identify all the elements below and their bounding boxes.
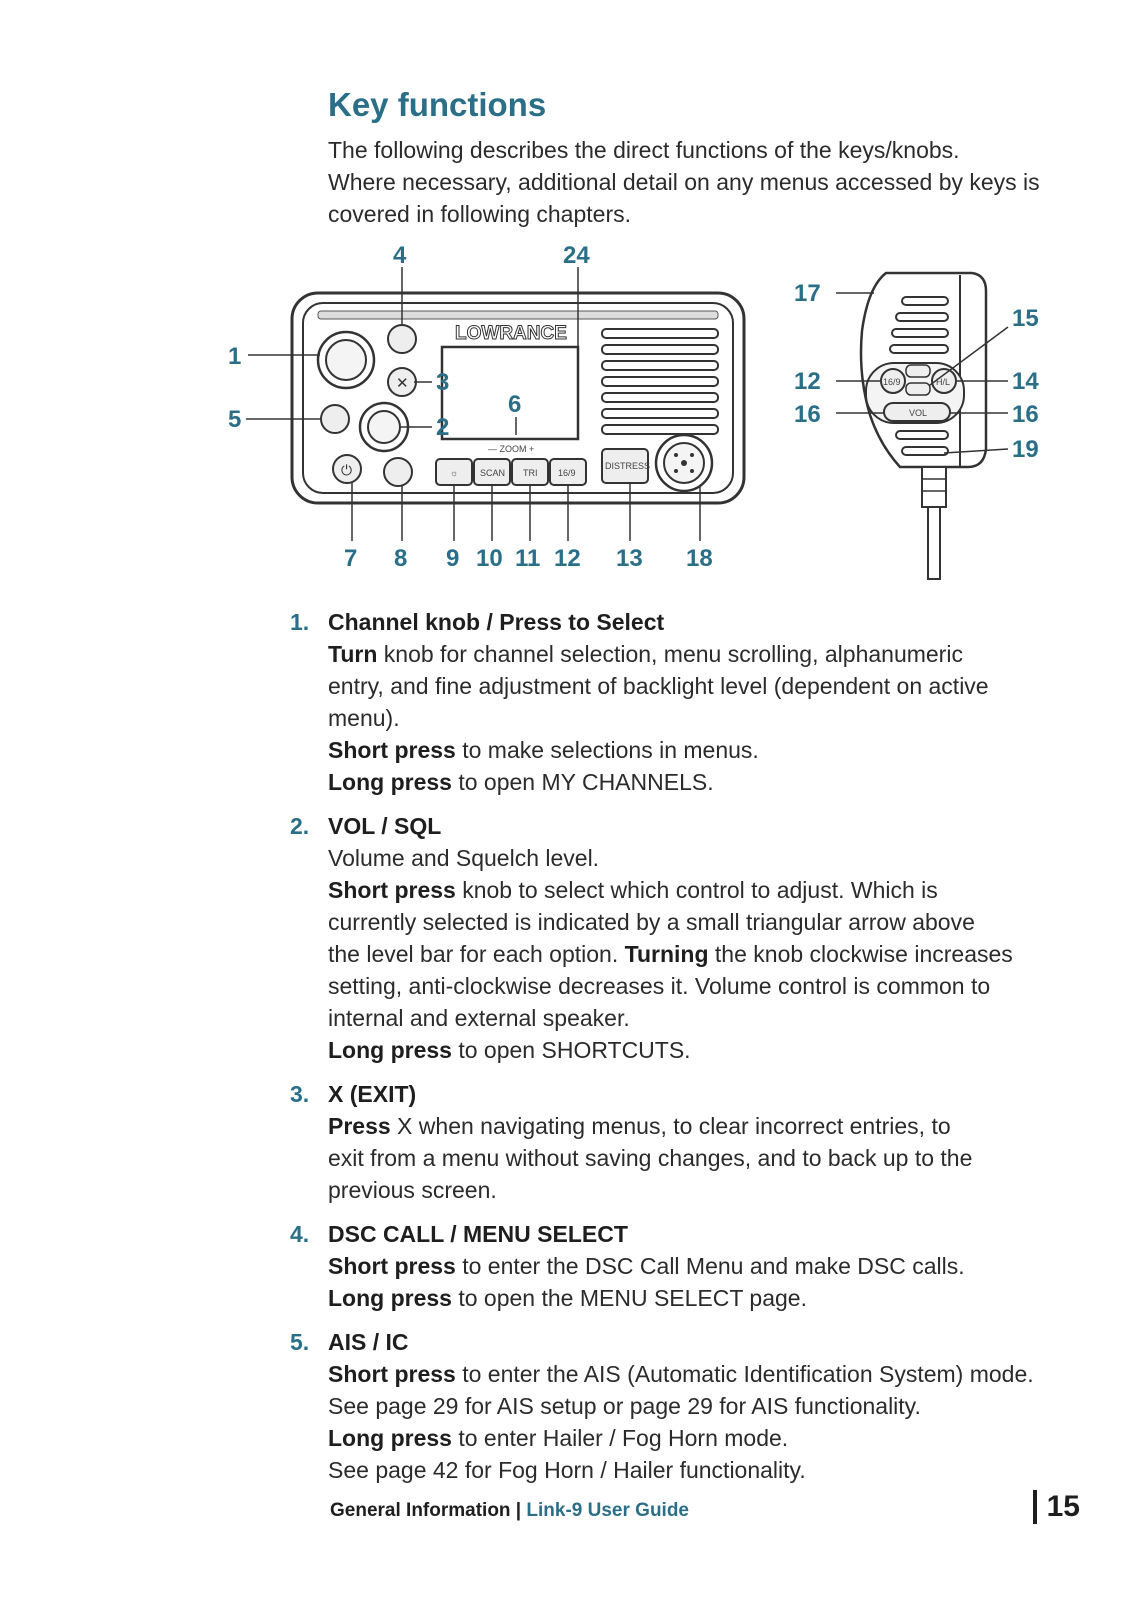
item-title: DSC CALL / MENU SELECT (328, 1221, 628, 1247)
item-line: the level bar for each option. Turning t… (328, 941, 1013, 967)
svg-text:✕: ✕ (396, 375, 409, 392)
item-line: See page 29 for AIS setup or page 29 for… (328, 1393, 921, 1419)
item-line: entry, and fine adjustment of backlight … (328, 673, 989, 699)
distress-key (601, 448, 649, 484)
item-line: Short press to enter the DSC Call Menu a… (328, 1253, 965, 1279)
page-number: 15 (1032, 1490, 1080, 1524)
handset-callout-16-right: 16 (1012, 401, 1039, 428)
callout-7: 7 (344, 545, 357, 572)
callout-10: 10 (476, 545, 503, 572)
callout-9: 9 (446, 545, 459, 572)
svg-text:⏻: ⏻ (341, 463, 352, 479)
ch16-key-label: 16/9 (558, 468, 576, 478)
item-title: Channel knob / Press to Select (328, 609, 665, 635)
item-line: Long press to enter Hailer / Fog Horn mo… (328, 1425, 789, 1451)
radio-diagram: LOWRANCE — ZOOM + ✕ ⏻ (228, 242, 1039, 580)
key-function-list: 1. Channel knob / Press to Select Turn k… (290, 606, 1090, 1498)
item-number: 4. (290, 1221, 310, 1247)
soft-keys (435, 448, 649, 486)
handset-callout-14: 14 (1012, 368, 1039, 395)
radio-front-panel: LOWRANCE — ZOOM + ✕ ⏻ (290, 291, 746, 505)
channel-knob (316, 330, 376, 390)
list-item: 3. X (EXIT) Press X when navigating menu… (290, 1078, 1090, 1206)
item-line: currently selected is indicated by a sma… (328, 909, 975, 935)
scan-key-label: SCAN (480, 468, 505, 478)
power-key (332, 454, 362, 484)
intro-line: The following describes the direct funct… (328, 137, 960, 163)
item-line: Long press to open SHORTCUTS. (328, 1037, 691, 1063)
vol-sql-knob (358, 401, 410, 453)
item-line: Short press to enter the AIS (Automatic … (328, 1361, 1034, 1387)
footer-section: General Information (330, 1500, 511, 1521)
callout-5: 5 (228, 406, 241, 433)
callout-8: 8 (394, 545, 407, 572)
item-line: Volume and Squelch level. (328, 845, 600, 871)
handset-callout-17: 17 (794, 280, 821, 307)
handset-vol-key (883, 402, 951, 422)
list-item: 1. Channel knob / Press to Select Turn k… (290, 606, 1090, 798)
callout-13: 13 (616, 545, 643, 572)
handset-callout-15: 15 (1012, 305, 1039, 332)
item-line: setting, anti-clockwise decreases it. Vo… (328, 973, 991, 999)
tri-key-label: TRI (523, 468, 538, 478)
handset-microphone: 16/9 H/L VOL (859, 271, 988, 580)
item-number: 3. (290, 1081, 310, 1107)
brand-logo: LOWRANCE (455, 323, 567, 344)
item-line: exit from a menu without saving changes,… (328, 1145, 973, 1171)
item-number: 1. (290, 609, 310, 635)
handset-169-key (880, 368, 906, 394)
item-line: Turn knob for channel selection, menu sc… (328, 641, 963, 667)
handset-vol-label: VOL (909, 408, 927, 418)
callout-4: 4 (393, 242, 407, 269)
item-line: Long press to open the MENU SELECT page. (328, 1285, 807, 1311)
intro-line: Where necessary, additional detail on an… (328, 169, 1040, 195)
item-number: 2. (290, 813, 310, 839)
handset-callout-19: 19 (1012, 436, 1039, 463)
nav-mob-key (383, 457, 413, 487)
handset-hl-label: H/L (936, 377, 950, 387)
item-title: X (EXIT) (328, 1081, 417, 1107)
callout-11: 11 (515, 545, 540, 572)
page-heading: Key functions (328, 86, 547, 123)
handset-169-label: 16/9 (883, 377, 901, 387)
zoom-label: — ZOOM + (488, 444, 534, 454)
callout-18: 18 (686, 545, 713, 572)
item-number: 5. (290, 1329, 310, 1355)
callout-6: 6 (508, 391, 521, 418)
handset-connector (654, 433, 714, 493)
list-item: 4. DSC CALL / MENU SELECT Short press to… (290, 1218, 1090, 1314)
dsc-menu-key (387, 324, 417, 354)
item-line: See page 42 for Fog Horn / Hailer functi… (328, 1457, 806, 1483)
speaker-grille (601, 328, 719, 435)
callout-12: 12 (554, 545, 581, 572)
item-line: Short press knob to select which control… (328, 877, 938, 903)
callout-3: 3 (436, 369, 449, 396)
item-title: AIS / IC (328, 1329, 409, 1355)
leader-lines (246, 267, 701, 541)
item-line: internal and external speaker. (328, 1005, 630, 1031)
list-item: 5. AIS / IC Short press to enter the AIS… (290, 1326, 1090, 1486)
lcd-screen (440, 345, 580, 441)
handset-callout-16-left: 16 (794, 401, 821, 428)
item-line: previous screen. (328, 1177, 497, 1203)
callout-24: 24 (563, 242, 590, 269)
footer-guide-title: Link-9 User Guide (526, 1500, 690, 1521)
footer: General Information | Link-9 User Guide (330, 1500, 689, 1522)
callout-1: 1 (228, 343, 241, 370)
footer-separator: | (510, 1500, 527, 1521)
item-line: menu). (328, 705, 400, 731)
callout-2: 2 (436, 414, 449, 441)
intro-paragraph: The following describes the direct funct… (328, 134, 1068, 230)
intro-line: covered in following chapters. (328, 201, 631, 227)
distress-key-label: DISTRESS (605, 461, 650, 471)
ais-ic-key (320, 404, 350, 434)
item-line: Short press to make selections in menus. (328, 737, 759, 763)
list-item: 2. VOL / SQL Volume and Squelch level. S… (290, 810, 1090, 1066)
svg-text:☼: ☼ (450, 468, 458, 478)
handset-callout-12: 12 (794, 368, 821, 395)
item-line: Press X when navigating menus, to clear … (328, 1113, 951, 1139)
item-title: VOL / SQL (328, 813, 442, 839)
item-line: Long press to open MY CHANNELS. (328, 769, 714, 795)
